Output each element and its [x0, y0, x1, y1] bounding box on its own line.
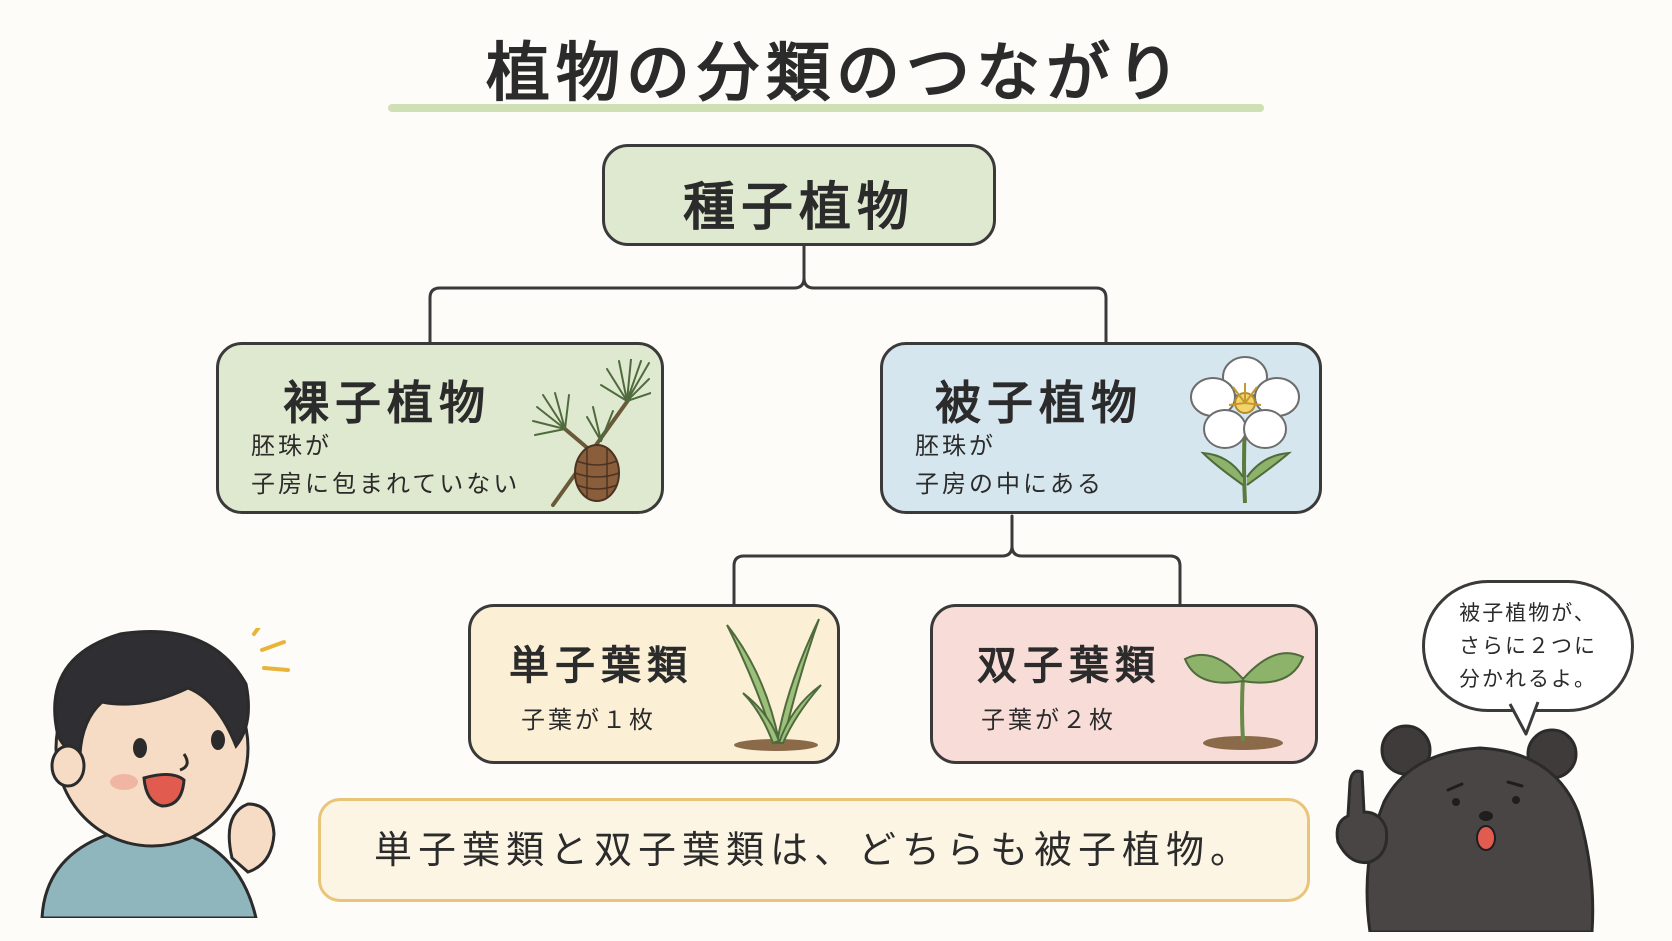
boy-character-illustration — [40, 628, 290, 918]
connector-root-to-children — [428, 244, 1108, 344]
gymnosperm-desc-line2: 子房に包まれていない — [251, 470, 521, 498]
angiosperm-desc-line1: 胚珠が — [915, 432, 996, 460]
gymnosperm-node: 裸子植物 胚珠が 子房に包まれていない — [216, 342, 664, 514]
flower-icon — [1190, 356, 1300, 504]
monocot-node: 単子葉類 子葉が１枚 — [468, 604, 840, 764]
monocot-label: 単子葉類 — [509, 643, 693, 689]
connector-angiosperm-to-children — [732, 514, 1182, 606]
two-leaf-sprout-icon — [1183, 652, 1305, 750]
root-node-label: 種子植物 — [682, 178, 915, 238]
angiosperm-label: 被子植物 — [935, 376, 1143, 430]
bear-speech-line3: 分かれるよ。 — [1459, 667, 1597, 691]
gymnosperm-description: 胚珠が 子房に包まれていない — [251, 427, 520, 503]
gymnosperm-label: 裸子植物 — [283, 376, 491, 430]
dicot-node: 双子葉類 子葉が２枚 — [930, 604, 1318, 764]
monocot-description: 子葉が１枚 — [521, 706, 656, 734]
grass-sprout-icon — [726, 618, 822, 751]
bear-character-illustration — [1335, 724, 1595, 932]
angiosperm-node: 被子植物 胚珠が 子房の中にある — [880, 342, 1322, 514]
pine-branch-icon — [532, 359, 651, 507]
angiosperm-desc-line2: 子房の中にある — [915, 470, 1104, 498]
summary-note: 単子葉類と双子葉類は、どちらも被子植物。 — [318, 798, 1310, 902]
speech-bubble-tail — [1508, 701, 1540, 736]
root-node-seed-plants: 種子植物 — [602, 144, 996, 246]
dicot-label: 双子葉類 — [977, 643, 1161, 689]
angiosperm-description: 胚珠が 子房の中にある — [915, 427, 1104, 503]
bear-speech-line2: さらに２つに — [1459, 634, 1597, 658]
bear-speech-line1: 被子植物が、 — [1459, 601, 1597, 625]
bear-speech-bubble: 被子植物が、 さらに２つに 分かれるよ。 — [1422, 580, 1634, 712]
title-underline — [388, 104, 1264, 112]
page-title: 植物の分類のつながり — [486, 37, 1186, 111]
dicot-description: 子葉が２枚 — [981, 706, 1116, 734]
gymnosperm-desc-line1: 胚珠が — [251, 432, 332, 460]
